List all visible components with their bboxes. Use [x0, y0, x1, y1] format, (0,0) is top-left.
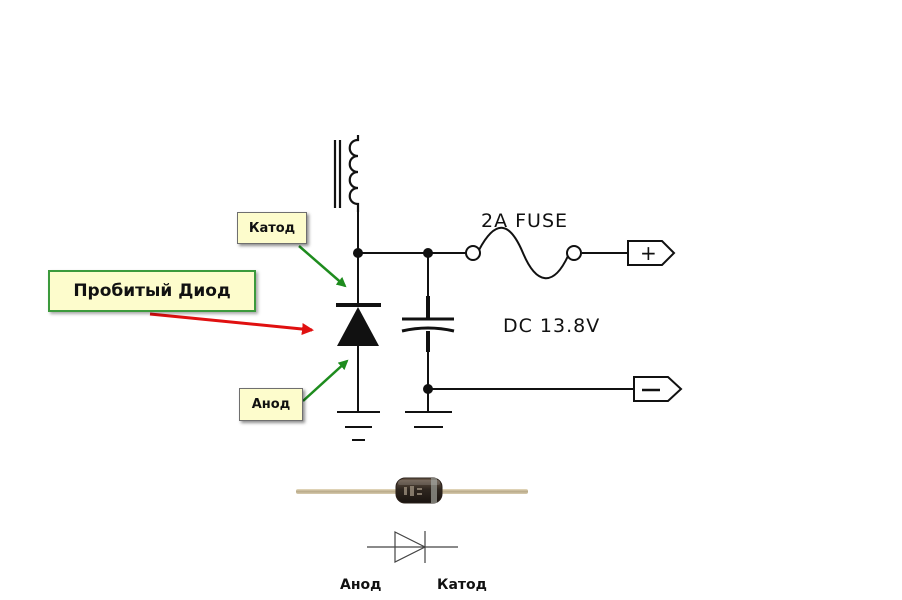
anode-pointer-arrow	[302, 359, 349, 402]
capacitor-symbol	[401, 296, 455, 352]
small-diode-symbol	[367, 531, 458, 563]
anode-callout: Анод	[239, 388, 303, 421]
broken-diode-pointer-arrow	[149, 312, 314, 335]
cathode-pointer-arrow	[298, 245, 347, 288]
transformer-coil	[333, 135, 360, 212]
junction-dots	[353, 248, 433, 394]
negative-terminal	[633, 376, 683, 402]
fuse-label: 2A FUSE	[481, 210, 568, 232]
broken-diode-callout: Пробитый Диод	[48, 270, 256, 312]
photo-cathode-label: Катод	[437, 577, 487, 593]
photo-anode-label: Анод	[340, 577, 381, 593]
dc-voltage-label: DC 13.8V	[503, 315, 600, 337]
diode-photo	[296, 477, 528, 504]
fuse-symbol	[465, 226, 582, 280]
circuit-wires	[357, 212, 634, 412]
schematic-diode-symbol	[336, 303, 381, 346]
cathode-callout: Катод	[237, 212, 307, 244]
plus-symbol: +	[640, 241, 658, 265]
positive-terminal: +	[627, 240, 676, 266]
ground-symbol-diode	[337, 411, 380, 441]
ground-symbol-capacitor	[405, 411, 452, 428]
